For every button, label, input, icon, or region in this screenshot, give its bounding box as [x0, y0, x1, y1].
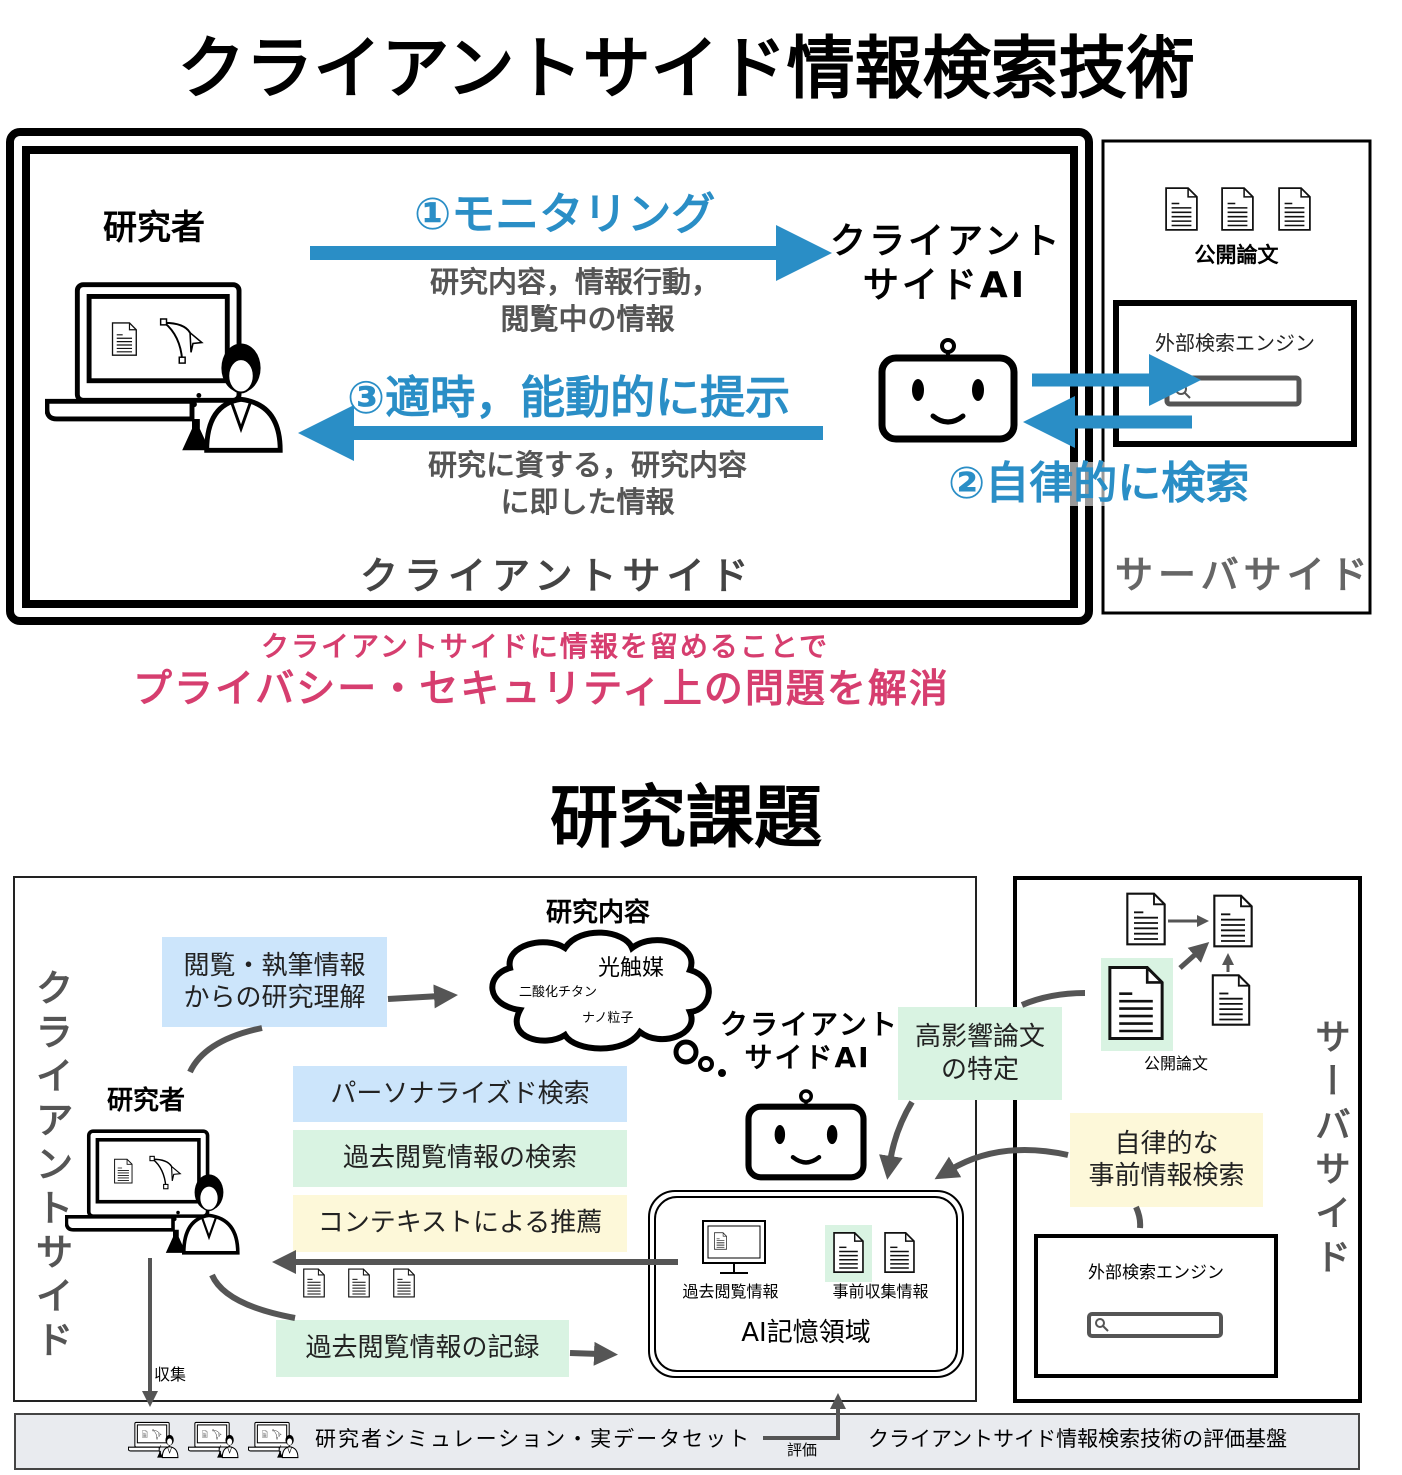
thought-bubble: [718, 1069, 726, 1077]
paper-icon: [1211, 974, 1251, 1026]
curve-engine-autonomous: [1133, 1205, 1144, 1229]
autonomous-line: 自律的な: [1114, 1128, 1219, 1159]
step1-label: ①モニタリング: [414, 189, 716, 240]
paper-icon: [1126, 892, 1166, 946]
autonomous-line: 事前情報検索: [1088, 1161, 1245, 1191]
task-past-browsing-search: 過去閲覧情報の検索: [342, 1143, 577, 1174]
autonomous-search-box: 自律的な 事前情報検索: [1070, 1113, 1263, 1207]
paper-icon: [1213, 894, 1253, 948]
past-browsing-label: 過去閲覧情報: [682, 1282, 779, 1301]
ai-memory-box-inner: [654, 1196, 958, 1372]
curve-researcher-understanding: [187, 1025, 263, 1074]
doc-icon: [393, 1268, 415, 1298]
search-bar-2: [1087, 1312, 1223, 1338]
collect-label: 収集: [154, 1365, 187, 1384]
step3-detail-1: 研究に資する，研究内容: [427, 448, 747, 482]
task-bg-personalized: [293, 1066, 627, 1122]
step1-detail-1: 研究内容，情報行動，: [429, 265, 720, 299]
cloud-word: ナノ粒子: [582, 1011, 634, 1026]
thought-cloud: [489, 929, 712, 1052]
cloud-word: 光触媒: [598, 956, 665, 981]
client-ai-label-2: サイドAI: [744, 1041, 871, 1074]
step2-label: ②自律的に検索: [948, 458, 1250, 509]
arrow-to-cloud: [387, 984, 458, 1009]
understanding-line: 閲覧・執筆情報: [183, 950, 366, 981]
monitor-icon: [702, 1220, 766, 1274]
understanding-box-bg: [162, 937, 387, 1027]
client-side-label: クライアントサイド: [360, 554, 755, 598]
autonomous-box-bg: [1070, 1113, 1263, 1207]
understanding-box: 閲覧・執筆情報 からの研究理解: [162, 937, 387, 1027]
arrow-autonomous-to-memory: [934, 1147, 1069, 1180]
evaluation-platform-bar: [14, 1413, 1360, 1470]
collected-doc-icon: [833, 1231, 864, 1274]
task-personalized-search: パーソナライズド検索: [330, 1078, 590, 1109]
researcher-label: 研究者: [103, 208, 205, 248]
robot-icon: [882, 340, 1014, 439]
paper-icon: [1278, 187, 1311, 231]
client-side-vertical-label: クライアントサイド: [29, 968, 73, 1364]
high-impact-paper-icon: [1108, 965, 1164, 1041]
researcher-label: 研究者: [107, 1086, 186, 1116]
paper-icon: [1221, 187, 1254, 231]
curve-researcher-record: [209, 1273, 296, 1321]
collected-doc-icon: [884, 1231, 915, 1274]
record-box: 過去閲覧情報の記録: [305, 1333, 540, 1364]
step3-label: ③適時，能動的に提示: [347, 371, 791, 424]
step3-detail-2: に即した情報: [500, 485, 675, 519]
high-impact-box: 高影響論文 の特定: [898, 1007, 1062, 1100]
pre-collected-label: 事前収集情報: [832, 1282, 929, 1301]
thought-bubble: [698, 1056, 714, 1072]
client-ai-label-1: クライアント: [720, 1008, 899, 1041]
search-engine-box-2: [1034, 1234, 1278, 1378]
search-engine-label: 外部検索エンジン: [1088, 1263, 1224, 1283]
privacy-line-2: プライバシー・セキュリティ上の問題を解消: [133, 667, 950, 712]
high-impact-line: 高影響論文: [914, 1022, 1045, 1052]
dataset-label: 研究者シミュレーション・実データセット: [315, 1427, 752, 1451]
arrow-highimpact-to-memory: [879, 1100, 915, 1180]
section1-title: クライアントサイド情報検索技術: [177, 30, 1195, 109]
search-icon: [1095, 1318, 1109, 1332]
server-side-label: サーバサイド: [1115, 553, 1373, 597]
doc-icon: [303, 1268, 325, 1298]
task-context-recommend: コンテキストによる推薦: [317, 1208, 603, 1239]
search-engine-label: 外部検索エンジン: [1155, 331, 1315, 355]
public-papers-label: 公開論文: [1144, 1054, 1209, 1073]
client-ai-label-2: サイドAI: [862, 265, 1028, 306]
section2-title: 研究課題: [549, 779, 822, 858]
task-bg-context: [293, 1195, 627, 1252]
search-bar: [1164, 375, 1302, 407]
client-ai-label-1: クライアント: [830, 221, 1063, 262]
task-bg-past: [293, 1130, 627, 1187]
paper-icon: [1165, 187, 1198, 231]
privacy-line-1: クライアントサイドに情報を留めることで: [260, 630, 830, 663]
research-content-label: 研究内容: [546, 898, 651, 928]
platform-label: クライアントサイド情報検索技術の評価基盤: [868, 1427, 1288, 1451]
understanding-line: からの研究理解: [183, 983, 366, 1013]
researcher-laptop-icon: [47, 285, 280, 451]
evaluate-label: 評価: [787, 1441, 818, 1459]
cloud-word: 二酸化チタン: [519, 985, 598, 1000]
step1-detail-2: 閲覧中の情報: [500, 302, 675, 336]
doc-icon: [348, 1268, 370, 1298]
server-side-vertical-label: サーバサイド: [1309, 1018, 1350, 1282]
high-impact-line: の特定: [940, 1054, 1019, 1085]
evaluate-arrow: [763, 1393, 846, 1440]
ai-memory-title: AI記憶領域: [741, 1318, 871, 1348]
arrow-record-to-memory: [569, 1341, 618, 1366]
public-papers-label: 公開論文: [1194, 243, 1279, 267]
thought-bubble: [673, 1039, 699, 1065]
record-box-bg: [276, 1320, 569, 1377]
curve-highimpact-to-paper: [1020, 990, 1086, 1008]
robot-icon: [748, 1091, 863, 1177]
high-impact-box-bg: [898, 1007, 1062, 1100]
